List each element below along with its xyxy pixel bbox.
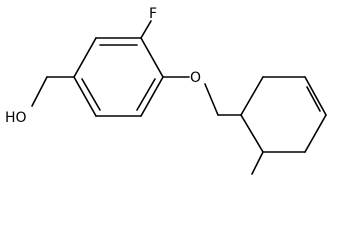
fluorine-label: F	[149, 6, 157, 22]
molecule-drawing: F O HO	[5, 6, 327, 175]
cyclo-bond-1	[240, 76, 264, 116]
hydroxyl-label: HO	[5, 110, 27, 126]
bond-ch2-to-hydroxyl	[31, 76, 48, 107]
bond-to-methyl	[251, 151, 264, 175]
cyclo-bond-6	[240, 114, 264, 153]
ring-double-bond-left	[81, 78, 101, 111]
structure-diagram: F O HO	[5, 6, 327, 175]
ring-bond-upper-right	[140, 37, 164, 78]
ring-double-bond-right	[136, 78, 156, 111]
cyclo-double-bond	[306, 86, 321, 112]
cyclo-bond-4	[304, 114, 327, 153]
ether-oxygen-label: O	[190, 70, 201, 86]
cyclo-bond-3	[304, 76, 327, 116]
cyclohexene-ring	[240, 76, 327, 153]
bond-to-fluorine	[140, 20, 152, 39]
ring-bond-lower-left	[73, 76, 97, 117]
ring-bond-upper-left	[73, 37, 97, 78]
benzene-ring	[73, 37, 164, 117]
bond-oxygen-to-ch2	[204, 83, 219, 116]
ring-bond-lower-right	[140, 76, 164, 117]
